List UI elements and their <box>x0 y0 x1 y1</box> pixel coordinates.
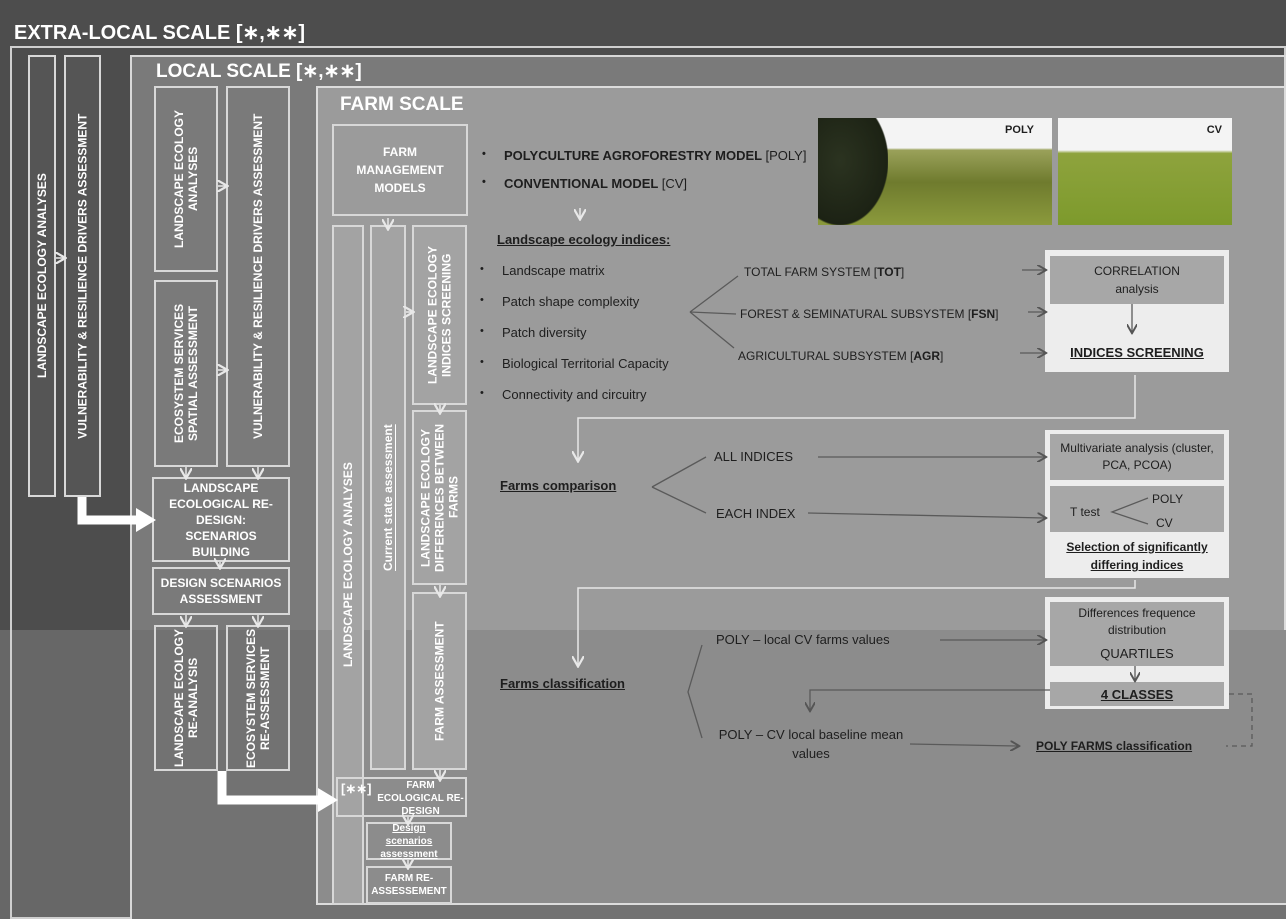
farms-comparison-label: Farms comparison <box>500 478 617 493</box>
branch-line <box>689 311 735 349</box>
model-cv-label: CONVENTIONAL MODEL <box>504 176 659 191</box>
photo-cv-label: CV <box>1206 124 1222 136</box>
branch-line <box>689 311 737 315</box>
model-cv-tag: [CV] <box>661 176 688 191</box>
model-cv: CONVENTIONAL MODEL [CV] <box>482 176 688 191</box>
tot-close: ] <box>900 265 905 279</box>
subsystem-fsn: FOREST & SEMINATURAL SUBSYSTEM [FSN] <box>740 307 999 321</box>
arrow <box>909 744 1018 746</box>
dashed-connector <box>1226 693 1253 747</box>
thick-arrowhead <box>136 508 156 532</box>
differences-label: Differences frequence distribution <box>1078 606 1196 637</box>
connector-selection-to-classification <box>578 580 1136 665</box>
fsn-label: FOREST & SEMINATURAL SUBSYSTEM [ <box>740 307 972 321</box>
fsn-close: ] <box>995 307 999 321</box>
tree-shape <box>818 118 888 225</box>
subsystem-tot: TOTAL FARM SYSTEM [TOT] <box>744 265 904 279</box>
tot-code: TOT <box>877 265 901 279</box>
ttest-label: T test <box>1070 505 1100 519</box>
differences-box <box>1050 602 1224 666</box>
quartiles-label: QUARTILES <box>1100 645 1174 661</box>
agr-code: AGR <box>913 349 941 363</box>
ttest-branch <box>1110 497 1149 525</box>
branch-line <box>687 644 703 739</box>
indices-heading: Landscape ecology indices: <box>497 232 671 247</box>
branch1-label: POLY – local CV farms values <box>716 632 890 647</box>
photo-poly-label: POLY <box>1005 124 1034 136</box>
farms-classification-label: Farms classification <box>500 676 625 691</box>
branch-line <box>651 486 707 514</box>
index-item: Landscape matrix <box>480 263 605 278</box>
fsn-code: FSN <box>971 307 996 321</box>
model-poly-tag: [POLY] <box>765 148 807 163</box>
subsystem-agr: AGRICULTURAL SUBSYSTEM [AGR] <box>738 349 943 363</box>
thick-arrow-extra-to-local <box>77 497 138 525</box>
agr-label: AGRICULTURAL SUBSYSTEM [ <box>738 349 914 363</box>
farm-title: FARM SCALE <box>340 94 464 115</box>
poly-farms-classification: POLY FARMS classification <box>1036 739 1193 753</box>
local-design-assessment: DESIGN SCENARIOS ASSESSMENT <box>152 567 290 615</box>
classes-to-branch2 <box>810 689 1050 710</box>
agr-close: ] <box>940 349 944 363</box>
correlation-box: CORRELATION analysis <box>1050 256 1224 304</box>
index-item: Biological Territorial Capacity <box>480 356 669 371</box>
extra-local-title: EXTRA-LOCAL SCALE [∗,∗∗] <box>14 22 306 44</box>
ttest-box <box>1050 486 1224 532</box>
index-item: Patch shape complexity <box>480 294 639 309</box>
thick-arrowhead <box>318 788 338 812</box>
farm-redesign-label: FARM ECOLOGICAL RE-DESIGN <box>377 779 464 817</box>
model-poly-label: POLYCULTURE AGROFORESTRY MODEL <box>504 148 762 163</box>
ttest-cv: CV <box>1156 516 1173 530</box>
poly-farm-photo: POLY <box>818 118 1052 225</box>
branch-line <box>651 456 707 488</box>
four-classes-box: 4 CLASSES <box>1050 682 1224 706</box>
index-item: Connectivity and circuitry <box>480 387 646 402</box>
tot-label: TOTAL FARM SYSTEM [ <box>744 265 878 279</box>
index-item: Patch diversity <box>480 325 586 340</box>
selection-label: Selection of significantly differing ind… <box>1066 540 1208 572</box>
farm-redesign-box <box>336 777 467 817</box>
arrow <box>807 512 1045 518</box>
connector-screening-to-comparison <box>578 375 1136 460</box>
indices-screening-label: INDICES SCREENING <box>1070 344 1204 360</box>
farm-redesign-tag: [∗∗] <box>341 781 372 796</box>
model-poly: POLYCULTURE AGROFORESTRY MODEL [POLY] <box>482 148 807 163</box>
local-title: LOCAL SCALE [∗,∗∗] <box>156 61 362 82</box>
local-redesign: LANDSCAPE ECOLOGICAL RE-DESIGN: SCENARIO… <box>152 477 290 562</box>
thick-arrow-local-to-farm <box>217 771 320 805</box>
cv-farm-photo: CV <box>1058 118 1232 225</box>
each-index-label: EACH INDEX <box>716 506 796 521</box>
ttest-poly: POLY <box>1152 492 1184 506</box>
multivariate-box: Multivariate analysis (cluster, PCA, PCO… <box>1050 434 1224 480</box>
branch-line <box>689 275 739 313</box>
farm-management-models: FARM MANAGEMENT MODELS <box>332 124 468 216</box>
branch2-label: POLY – CV local baseline mean values <box>718 727 904 761</box>
all-indices-label: ALL INDICES <box>714 449 793 464</box>
